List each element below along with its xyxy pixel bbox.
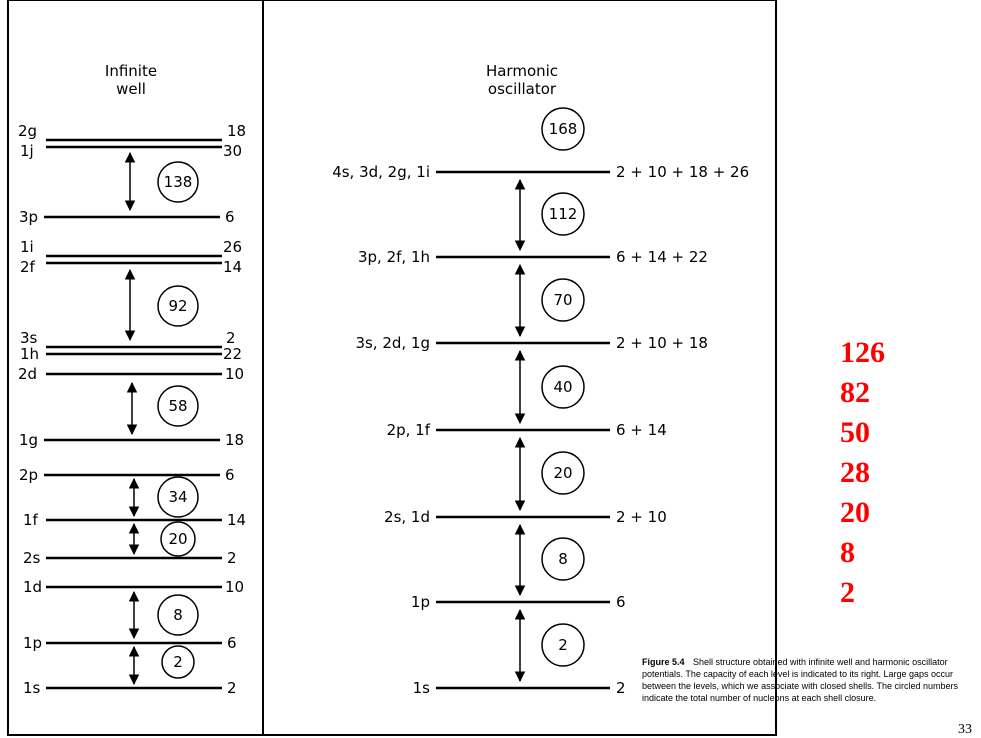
closure-number-2: 2 (173, 653, 183, 671)
level-cap-1j: 30 (223, 142, 242, 160)
magic-numbers: 126 82 50 28 20 8 2 (840, 336, 885, 609)
level-label-1i: 1i (20, 238, 34, 256)
infinite-well-panel: Infinite well 2g 1j 18 30 3p 26 6 1i 2f … (18, 62, 246, 697)
level-label-1p: 1p (23, 634, 42, 652)
level-label-2s: 2s (23, 549, 41, 567)
level-cap-1p-ho: 6 (616, 593, 626, 611)
closure-number-2-ho: 2 (558, 636, 568, 654)
page-number: 33 (958, 722, 972, 737)
closure-number-112: 112 (549, 205, 578, 223)
closure-circle-138 (157, 161, 199, 203)
level-label-2p: 2p (19, 466, 38, 484)
closure-circle-8-ho (541, 537, 585, 581)
closure-number-34: 34 (168, 488, 187, 506)
closure-circle-8 (157, 594, 199, 636)
level-label-3s: 3s (20, 329, 38, 347)
level-cap-2p-1f: 6 + 14 (616, 421, 667, 439)
level-cap-3p-2f-1h: 6 + 14 + 22 (616, 248, 708, 266)
level-label-2p-1f: 2p, 1f (387, 421, 431, 439)
level-label-2d: 2d (18, 365, 37, 383)
level-label-2g: 2g (18, 122, 37, 140)
level-cap-1f: 14 (227, 511, 246, 529)
level-cap-2d: 10 (225, 365, 244, 383)
closure-number-138: 138 (164, 173, 193, 191)
magic-number: 20 (840, 496, 870, 529)
level-label-1p-ho: 1p (411, 593, 430, 611)
level-cap-2s: 2 (227, 549, 237, 567)
level-cap-1i: 26 (223, 238, 242, 256)
caption-line1-group: Figure 5.4 Shell structure obtained with… (642, 652, 948, 669)
figure-frame (7, 0, 777, 736)
harmonic-oscillator-title-line1: Harmonic (486, 62, 558, 80)
closure-number-70: 70 (553, 291, 572, 309)
harmonic-oscillator-panel: Harmonic oscillator 4s, 3d, 2g, 1i 2 + 1… (332, 62, 749, 697)
level-label-1d: 1d (23, 578, 42, 596)
closure-number-8-ho: 8 (558, 550, 568, 568)
closure-circle-20 (160, 521, 196, 557)
level-cap-3p-value: 6 (225, 208, 235, 226)
closure-number-92: 92 (168, 297, 187, 315)
closure-number-20: 20 (168, 530, 187, 548)
level-cap-3s: 2 (226, 329, 236, 347)
level-label-1s: 1s (23, 679, 41, 697)
infinite-well-title-line2: well (116, 80, 146, 98)
level-label-2s-1d: 2s, 1d (384, 508, 430, 526)
closure-circle-34 (157, 476, 199, 518)
magic-number: 8 (840, 536, 855, 569)
closure-number-20-ho: 20 (553, 464, 572, 482)
level-cap-2f: 14 (223, 258, 242, 276)
level-label-1j: 1j (20, 142, 34, 160)
level-cap-1d: 10 (225, 578, 244, 596)
closure-circle-2 (161, 645, 195, 679)
closure-circle-58 (157, 385, 199, 427)
level-label-2f: 2f (20, 258, 36, 276)
level-cap-2s-1d: 2 + 10 (616, 508, 667, 526)
closure-circle-92 (157, 285, 199, 327)
level-label-3p-2f-1h: 3p, 2f, 1h (358, 248, 430, 266)
level-cap-n3: 2 + 10 + 18 + 26 (616, 163, 749, 181)
figure-caption: Figure 5.4 Shell structure obtained with… (642, 652, 958, 703)
closure-circle-2-ho (541, 623, 585, 667)
level-cap-1s: 2 (227, 679, 237, 697)
closure-circle-168 (541, 107, 585, 151)
level-cap-2p: 6 (225, 466, 235, 484)
level-label-1g: 1g (19, 431, 38, 449)
infinite-well-title-line1: Infinite (105, 62, 157, 80)
level-cap-1h: 22 (223, 345, 242, 363)
level-label-1s-ho: 1s (413, 679, 431, 697)
closure-number-40: 40 (553, 378, 572, 396)
caption-label: Figure 5.4 (642, 657, 685, 667)
level-label-1f: 1f (23, 511, 39, 529)
closure-circle-20-ho (541, 451, 585, 495)
closure-circle-112 (541, 192, 585, 236)
closure-number-58: 58 (168, 397, 187, 415)
caption-line1: Shell structure obtained with infinite w… (693, 657, 948, 667)
level-label-3p: 3p (19, 208, 38, 226)
level-cap-1g: 18 (225, 431, 244, 449)
level-label-1h: 1h (20, 345, 39, 363)
magic-number: 82 (840, 376, 870, 409)
harmonic-oscillator-title-line2: oscillator (488, 80, 557, 98)
magic-number: 2 (840, 576, 855, 609)
level-label-n3: 4s, 3d, 2g, 1i (332, 163, 430, 181)
caption-line2: potentials. The capacity of each level i… (642, 669, 953, 679)
level-cap-3s-2d-1g: 2 + 10 + 18 (616, 334, 708, 352)
level-cap-2g: 18 (227, 122, 246, 140)
closure-circle-70 (541, 278, 585, 322)
magic-number: 126 (840, 336, 885, 369)
closure-circle-40 (541, 365, 585, 409)
level-cap-1p: 6 (227, 634, 237, 652)
closure-number-168: 168 (549, 120, 578, 138)
caption-line3: between the levels, which we associate w… (642, 681, 958, 691)
level-cap-1s-ho: 2 (616, 679, 626, 697)
level-label-3s-2d-1g: 3s, 2d, 1g (355, 334, 430, 352)
magic-number: 50 (840, 416, 870, 449)
magic-number: 28 (840, 456, 870, 489)
caption-line4: indicate the total number of nucleons at… (642, 693, 876, 703)
closure-number-8: 8 (173, 606, 183, 624)
